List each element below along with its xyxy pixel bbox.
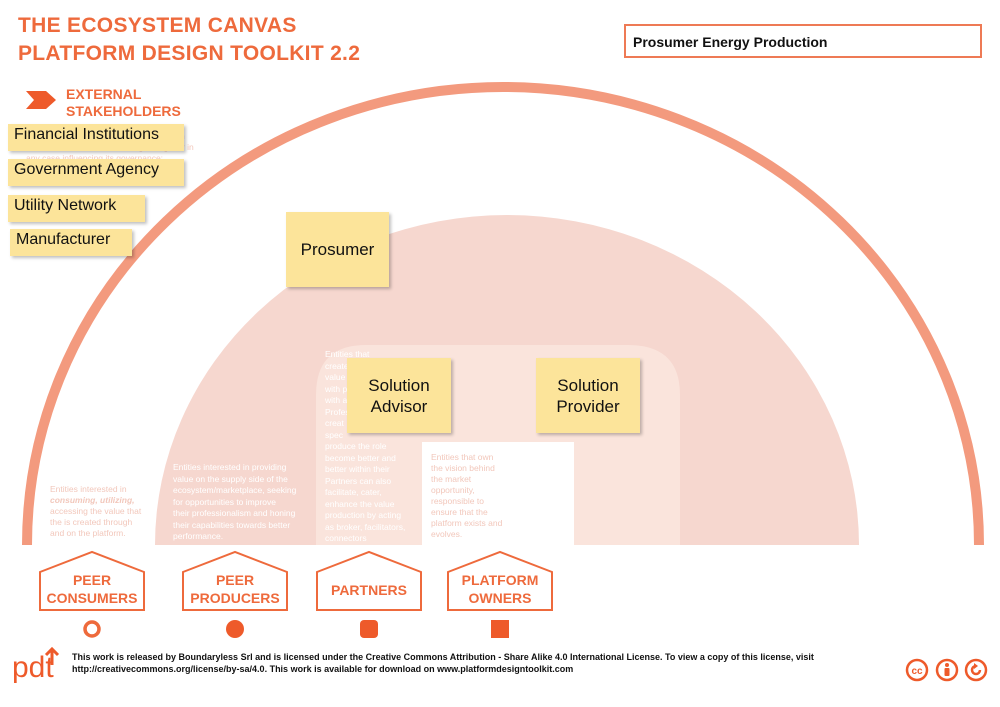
sticky-prosumer[interactable]: Prosumer — [286, 212, 389, 287]
svg-text:pdt: pdt — [12, 651, 54, 684]
ring-icon — [83, 620, 101, 638]
pdt-logo: pdt — [12, 646, 60, 684]
sticky-government-agency[interactable]: Government Agency — [8, 159, 184, 186]
role-peer-producers[interactable]: PEER PRODUCERS — [181, 550, 289, 612]
owners-description: Entities that own the vision behind the … — [431, 452, 503, 539]
outer-arc — [22, 82, 984, 546]
arrow-chevron-icon — [26, 91, 56, 109]
role-peer-consumers[interactable]: PEER CONSUMERS — [38, 550, 146, 612]
license-text: This work is released by Boundaryless Sr… — [72, 652, 814, 674]
sticky-solution-provider[interactable]: Solution Provider — [536, 358, 640, 433]
owners-panel — [422, 442, 574, 545]
external-stakeholders-label: EXTERNAL STAKEHOLDERS — [66, 86, 181, 119]
svg-text:cc: cc — [911, 666, 923, 677]
cc-icon: cc — [905, 658, 929, 682]
sticky-solution-advisor[interactable]: Solution Advisor — [347, 358, 451, 433]
title-line-2: PLATFORM DESIGN TOOLKIT 2.2 — [18, 42, 361, 65]
house-outline — [39, 550, 145, 611]
sticky-utility-network[interactable]: Utility Network — [8, 195, 145, 222]
title-line-1: THE ECOSYSTEM CANVAS — [18, 14, 297, 37]
house-outline — [447, 550, 553, 611]
project-name-field[interactable]: Prosumer Energy Production — [624, 24, 982, 58]
sa-icon — [964, 658, 988, 682]
project-name: Prosumer Energy Production — [633, 34, 828, 50]
role-partners[interactable]: PARTNERS — [315, 550, 423, 612]
dot-icon — [226, 620, 244, 638]
role-platform-owners[interactable]: PLATFORM OWNERS — [446, 550, 554, 612]
rounded-square-icon — [360, 620, 378, 638]
by-icon — [935, 658, 959, 682]
house-outline — [182, 550, 288, 611]
sticky-manufacturer[interactable]: Manufacturer — [10, 229, 132, 256]
consumers-description: Entities interested in consuming, utiliz… — [50, 484, 142, 538]
sticky-financial-institutions[interactable]: Financial Institutions — [8, 124, 184, 151]
house-outline — [316, 550, 422, 611]
producers-description: Entities interested in providing value o… — [173, 462, 297, 541]
square-icon — [491, 620, 509, 638]
canvas-title: THE ECOSYSTEM CANVAS PLATFORM DESIGN TOO… — [18, 12, 360, 68]
